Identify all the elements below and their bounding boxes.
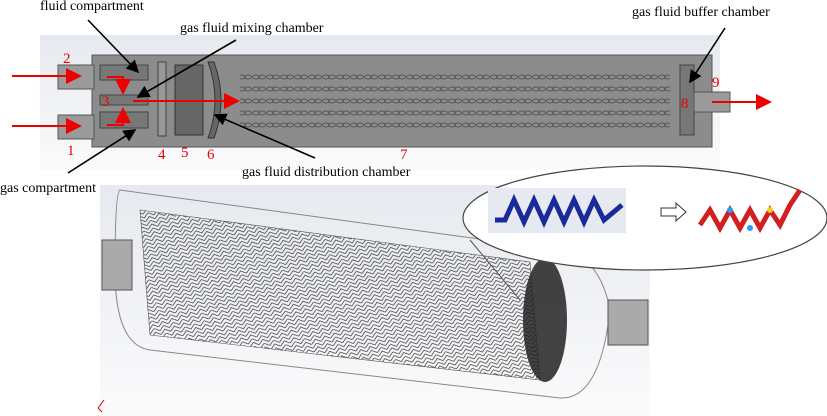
leader-lines: [67, 19, 726, 174]
zigzag-mesh: [495, 193, 624, 229]
arrow-icon: [660, 201, 687, 223]
zigzag-contour: [697, 188, 803, 234]
label-gas-fluid-mixing-chamber: gas fluid mixing chamber: [180, 21, 324, 36]
number-8: 8: [681, 96, 689, 112]
flow-arrows: [12, 68, 772, 134]
inset-callout: [462, 165, 827, 301]
number-1: 1: [67, 143, 75, 159]
number-7: 7: [400, 147, 408, 163]
label-gas-fluid-buffer-chamber: gas fluid buffer chamber: [632, 5, 770, 20]
number-3: 3: [102, 94, 110, 110]
number-9: 9: [712, 75, 720, 91]
label-gas-compartment: gas compartment: [0, 181, 96, 196]
number-5: 5: [181, 145, 189, 161]
reactor-3d-render: [97, 189, 649, 413]
cross-section-reactor: [57, 54, 731, 148]
number-6: 6: [207, 147, 215, 163]
label-fluid-compartment: fluid compartment: [40, 0, 144, 14]
number-4: 4: [158, 147, 166, 163]
number-2: 2: [63, 51, 71, 67]
label-gas-fluid-distribution-chamber: gas fluid distribution chamber: [242, 165, 411, 180]
